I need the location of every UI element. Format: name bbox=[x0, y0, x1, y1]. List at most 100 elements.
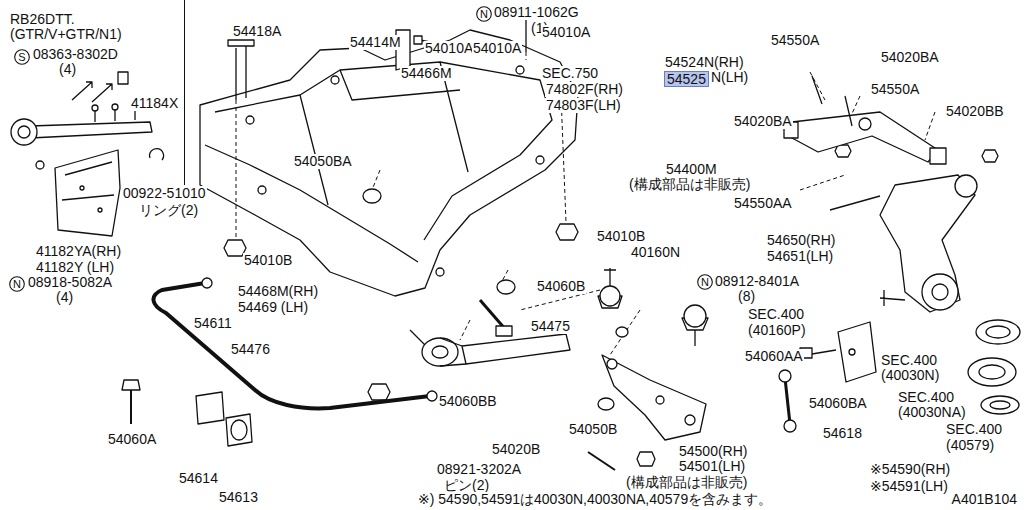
part-label: 08912-8401A bbox=[714, 274, 800, 289]
highlighted-part-number: 54525 bbox=[664, 71, 709, 87]
part-label: 54614 bbox=[178, 471, 219, 486]
part-label: 54020BA bbox=[880, 50, 940, 65]
stabilizer-link bbox=[779, 370, 796, 432]
part-label: (8) bbox=[737, 289, 756, 304]
part-label: (40579) bbox=[945, 438, 995, 453]
part-label: 41184X bbox=[130, 96, 179, 111]
leader-lines bbox=[236, 52, 935, 355]
knuckle bbox=[922, 274, 958, 310]
stabilizer-bar-54611 bbox=[153, 278, 437, 408]
part-label: SEC.400 bbox=[747, 307, 805, 322]
clip-41184x bbox=[72, 82, 112, 102]
part-label: (40160P) bbox=[747, 323, 807, 338]
subframe-crossmember bbox=[436, 268, 444, 276]
ring-clip bbox=[150, 149, 164, 160]
subframe-crossmember bbox=[246, 116, 254, 124]
bracket-54650 bbox=[849, 349, 855, 355]
part-label: 08911-1062G bbox=[493, 5, 580, 20]
stabilizer-bushings bbox=[122, 380, 140, 390]
tension-rod-54468 bbox=[410, 300, 570, 366]
bracket-54650 bbox=[838, 322, 876, 382]
compression-rod bbox=[11, 103, 152, 169]
part-label: 54550A bbox=[770, 33, 820, 48]
circle-outline bbox=[10, 277, 25, 292]
subframe-crossmember bbox=[536, 156, 544, 164]
grommets bbox=[598, 398, 614, 410]
node-text: N bbox=[476, 6, 492, 22]
part-label: (40030NA) bbox=[897, 405, 967, 420]
nuts bbox=[368, 384, 390, 400]
grommets bbox=[616, 327, 628, 337]
part-label: 74802F(RH) bbox=[545, 82, 624, 97]
clip-41184x bbox=[72, 72, 128, 102]
subframe-crossmember bbox=[215, 62, 552, 240]
stabilizer-bushings bbox=[130, 390, 132, 424]
part-label: 54060B bbox=[536, 279, 586, 294]
part-label: A401B104 bbox=[951, 492, 1018, 507]
tension-rod-54468 bbox=[410, 330, 425, 345]
heat-shield bbox=[55, 150, 120, 236]
part-label: 54020B bbox=[491, 442, 541, 457]
circled-letter: S bbox=[14, 49, 30, 65]
node-text: N bbox=[697, 274, 713, 290]
bearings bbox=[990, 401, 1010, 409]
part-label: リング(2) bbox=[138, 203, 199, 218]
mount-studs bbox=[228, 40, 254, 46]
subframe-crossmember bbox=[258, 186, 266, 194]
part-label: 54060BA bbox=[808, 396, 868, 411]
bearings bbox=[986, 326, 1010, 338]
parts-illustration bbox=[11, 12, 1020, 470]
stabilizer-bushings bbox=[196, 392, 224, 424]
part-label: (4) bbox=[55, 290, 74, 305]
upper-link-54524 bbox=[930, 148, 946, 164]
circle-outline bbox=[15, 50, 30, 65]
part-label: 54468M(RH) bbox=[237, 284, 319, 299]
inset-panel: RB26DTT. (GTR/V+GTR/N1)S bbox=[0, 0, 185, 185]
upper-link-54524 bbox=[792, 112, 938, 162]
part-label: 54500(RH) bbox=[678, 444, 748, 459]
part-label: 41182Y (LH) bbox=[35, 260, 115, 275]
part-label: 54651(LH) bbox=[766, 249, 834, 264]
nuts bbox=[637, 452, 655, 466]
heat-shield bbox=[62, 162, 114, 200]
stabilizer-bushings bbox=[231, 420, 247, 440]
part-label: 08918-5082A bbox=[27, 275, 113, 290]
stabilizer-bushings bbox=[226, 414, 252, 446]
tension-rod-54468 bbox=[440, 338, 466, 366]
bearings bbox=[976, 320, 1020, 344]
subframe-crossmember bbox=[200, 30, 578, 296]
heat-shield bbox=[80, 186, 84, 190]
compression-rod bbox=[18, 126, 30, 138]
upper-link-54524 bbox=[859, 118, 871, 130]
knuckle bbox=[880, 175, 977, 312]
part-label: 54414M bbox=[349, 35, 402, 50]
part-label: 54466M bbox=[400, 66, 453, 81]
ball-joints bbox=[604, 268, 616, 286]
bearings bbox=[979, 365, 1005, 379]
part-label: SEC.400 bbox=[945, 422, 1003, 437]
lower-link-54500 bbox=[588, 452, 615, 470]
tension-rod-54468 bbox=[496, 326, 512, 336]
circled-letter: N bbox=[9, 276, 25, 292]
compression-rod bbox=[92, 105, 98, 111]
part-label: 54010B bbox=[596, 229, 646, 244]
ring-clip bbox=[150, 149, 164, 160]
part-label: 54010B bbox=[243, 253, 293, 268]
part-label: (構成部品は非販売) bbox=[625, 475, 748, 490]
subframe-crossmember bbox=[205, 145, 418, 262]
part-label: ※54591(LH) bbox=[869, 479, 949, 494]
part-label: N(LH) bbox=[710, 70, 749, 85]
part-label: 41182YA(RH) bbox=[35, 244, 122, 259]
knuckle bbox=[880, 290, 905, 306]
stabilizer-link bbox=[785, 378, 790, 424]
bearings bbox=[968, 320, 1020, 414]
subframe-crossmember bbox=[200, 30, 578, 296]
node-text: 54525 bbox=[667, 72, 706, 86]
part-label: (構成部品は非販売) bbox=[628, 177, 751, 192]
part-label: SEC.400 bbox=[880, 353, 938, 368]
subframe-crossmember bbox=[516, 66, 524, 74]
ball-joints bbox=[598, 268, 708, 346]
part-label: (4) bbox=[58, 62, 77, 77]
stabilizer-link bbox=[779, 370, 791, 382]
part-label: 54550AA bbox=[733, 196, 793, 211]
